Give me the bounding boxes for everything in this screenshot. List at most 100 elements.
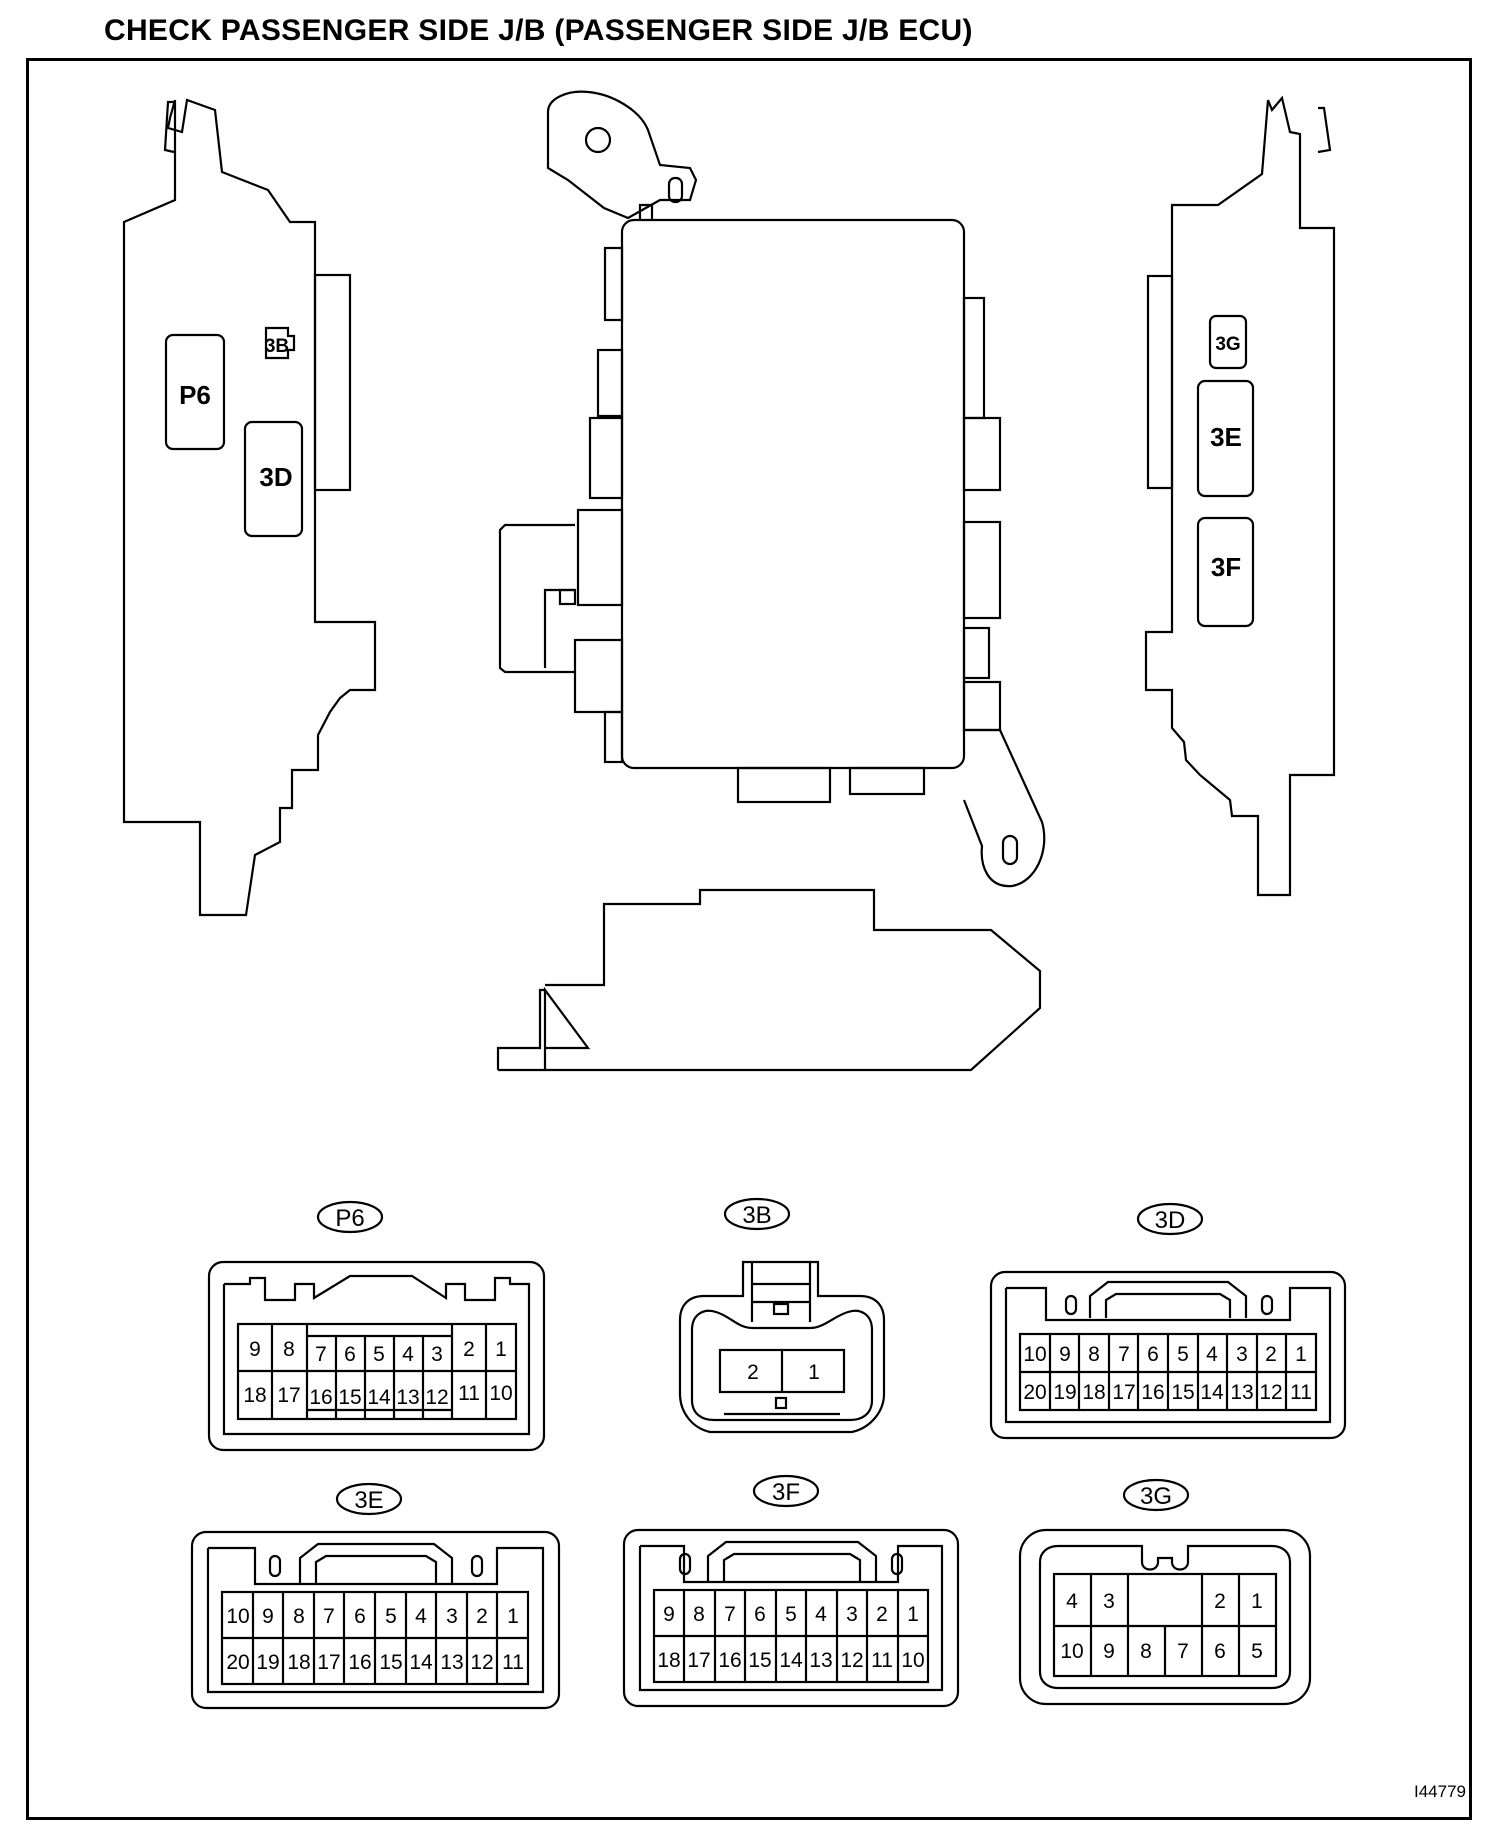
3d-pin: 2 [1265, 1343, 1277, 1366]
p6-pin: 1 [495, 1338, 507, 1361]
3d-pin: 20 [1023, 1381, 1046, 1404]
3f-pin: 10 [901, 1649, 924, 1672]
3f-pin: 6 [754, 1603, 766, 1626]
3e-pin: 16 [348, 1651, 371, 1674]
3e-pin: 7 [323, 1605, 335, 1628]
3d-pin: 17 [1112, 1381, 1135, 1404]
3e-pin: 1 [507, 1605, 519, 1628]
p6-pin: 8 [283, 1338, 295, 1361]
3g-pin: 1 [1251, 1590, 1263, 1613]
3d-pin: 18 [1082, 1381, 1105, 1404]
connector-label-3g: 3G [1140, 1483, 1172, 1510]
connector-p6: P6 9 8 7 6 5 4 3 2 1 18 17 16 15 14 [207, 1200, 546, 1452]
3e-pin: 17 [317, 1651, 340, 1674]
3g-pin: 7 [1177, 1640, 1189, 1663]
3e-pin: 14 [409, 1651, 433, 1674]
connector-label-3d: 3D [1155, 1207, 1186, 1234]
3d-pin: 1 [1295, 1343, 1307, 1366]
3e-pin: 18 [287, 1651, 310, 1674]
3g-pin: 9 [1103, 1640, 1115, 1663]
3e-pin: 13 [440, 1651, 463, 1674]
3e-pin: 20 [226, 1651, 249, 1674]
p6-pin: 2 [463, 1338, 475, 1361]
p6-pin: 5 [373, 1343, 385, 1366]
3b-pin: 1 [808, 1361, 820, 1384]
jb-label-3d: 3D [259, 462, 292, 492]
right-jb-connector-3g: 3G [1208, 314, 1248, 370]
3f-pin: 8 [693, 1603, 705, 1626]
p6-pin: 10 [489, 1382, 512, 1405]
center-ecu-bracket [546, 90, 698, 220]
3e-pin: 10 [226, 1605, 249, 1628]
3f-pin: 4 [815, 1603, 827, 1626]
jb-label-3e: 3E [1210, 422, 1242, 452]
connector-label-3e: 3E [354, 1487, 383, 1514]
left-jb-connector-p6: P6 [164, 333, 226, 451]
3d-pin: 7 [1118, 1343, 1130, 1366]
page-title: CHECK PASSENGER SIDE J/B (PASSENGER SIDE… [104, 14, 973, 47]
p6-pin: 15 [338, 1386, 361, 1409]
3e-pin: 19 [256, 1651, 279, 1674]
3e-pin: 4 [415, 1605, 427, 1628]
connector-label-3b: 3B [742, 1202, 771, 1229]
p6-pin: 17 [277, 1384, 300, 1407]
right-jb-connector-3e: 3E [1196, 379, 1255, 498]
3g-pin: 4 [1066, 1590, 1078, 1613]
3d-pin: 13 [1230, 1381, 1253, 1404]
3g-pin: 6 [1214, 1640, 1226, 1663]
center-lower-panel [496, 888, 1042, 1072]
3g-pin: 5 [1251, 1640, 1263, 1663]
3e-pin: 5 [385, 1605, 397, 1628]
3f-pin: 9 [663, 1603, 675, 1626]
3f-pin: 12 [840, 1649, 863, 1672]
left-jb-connector-3b: 3B [265, 326, 296, 360]
center-ecu-lower-bracket [962, 728, 1046, 888]
p6-pin: 4 [402, 1343, 414, 1366]
3g-pin: 2 [1214, 1590, 1226, 1613]
3d-pin: 12 [1259, 1381, 1282, 1404]
3f-pin: 2 [876, 1603, 888, 1626]
3d-pin: 3 [1236, 1343, 1248, 1366]
3e-pin: 15 [379, 1651, 402, 1674]
3f-pin: 18 [657, 1649, 680, 1672]
3g-pin: 8 [1140, 1640, 1152, 1663]
p6-pin: 12 [425, 1386, 448, 1409]
connector-3b: 3B 2 1 [678, 1197, 886, 1434]
left-jb-connector-3d: 3D [243, 420, 304, 538]
3f-pin: 3 [846, 1603, 858, 1626]
p6-pin: 18 [243, 1384, 266, 1407]
figure-id: I44779 [1414, 1782, 1466, 1801]
p6-pin: 7 [315, 1343, 327, 1366]
jb-label-3f: 3F [1211, 552, 1241, 582]
right-jb-connector-3f: 3F [1196, 516, 1255, 628]
p6-pin: 13 [396, 1386, 419, 1409]
3e-pin: 3 [446, 1605, 458, 1628]
3e-pin: 2 [476, 1605, 488, 1628]
3d-pin: 15 [1171, 1381, 1194, 1404]
3f-pin: 15 [748, 1649, 771, 1672]
3e-pin: 12 [470, 1651, 493, 1674]
3d-pin: 19 [1053, 1381, 1076, 1404]
3b-pin: 2 [747, 1361, 759, 1384]
3d-pin: 14 [1200, 1381, 1224, 1404]
3g-pin: 3 [1103, 1590, 1115, 1613]
3f-pin: 17 [687, 1649, 710, 1672]
jb-label-3b: 3B [265, 336, 289, 357]
diagram-frame [26, 58, 1472, 1820]
center-ecu-body [498, 203, 1002, 804]
p6-pin: 14 [367, 1386, 391, 1409]
connector-3e: 3E 10 9 8 7 6 5 4 3 2 1 20 19 18 [190, 1482, 561, 1710]
3f-pin: 13 [809, 1649, 832, 1672]
p6-pin: 11 [458, 1382, 480, 1405]
3g-pin: 10 [1060, 1640, 1083, 1663]
3f-pin: 1 [907, 1603, 919, 1626]
connector-3d: 3D 10 9 8 7 6 5 4 3 2 1 20 19 18 [989, 1202, 1347, 1440]
3d-pin: 11 [1290, 1381, 1312, 1404]
3f-pin: 7 [724, 1603, 736, 1626]
right-jb-outline [1144, 95, 1336, 897]
3d-pin: 16 [1141, 1381, 1164, 1404]
3f-pin: 5 [785, 1603, 797, 1626]
3d-pin: 8 [1088, 1343, 1100, 1366]
3f-pin: 16 [718, 1649, 741, 1672]
